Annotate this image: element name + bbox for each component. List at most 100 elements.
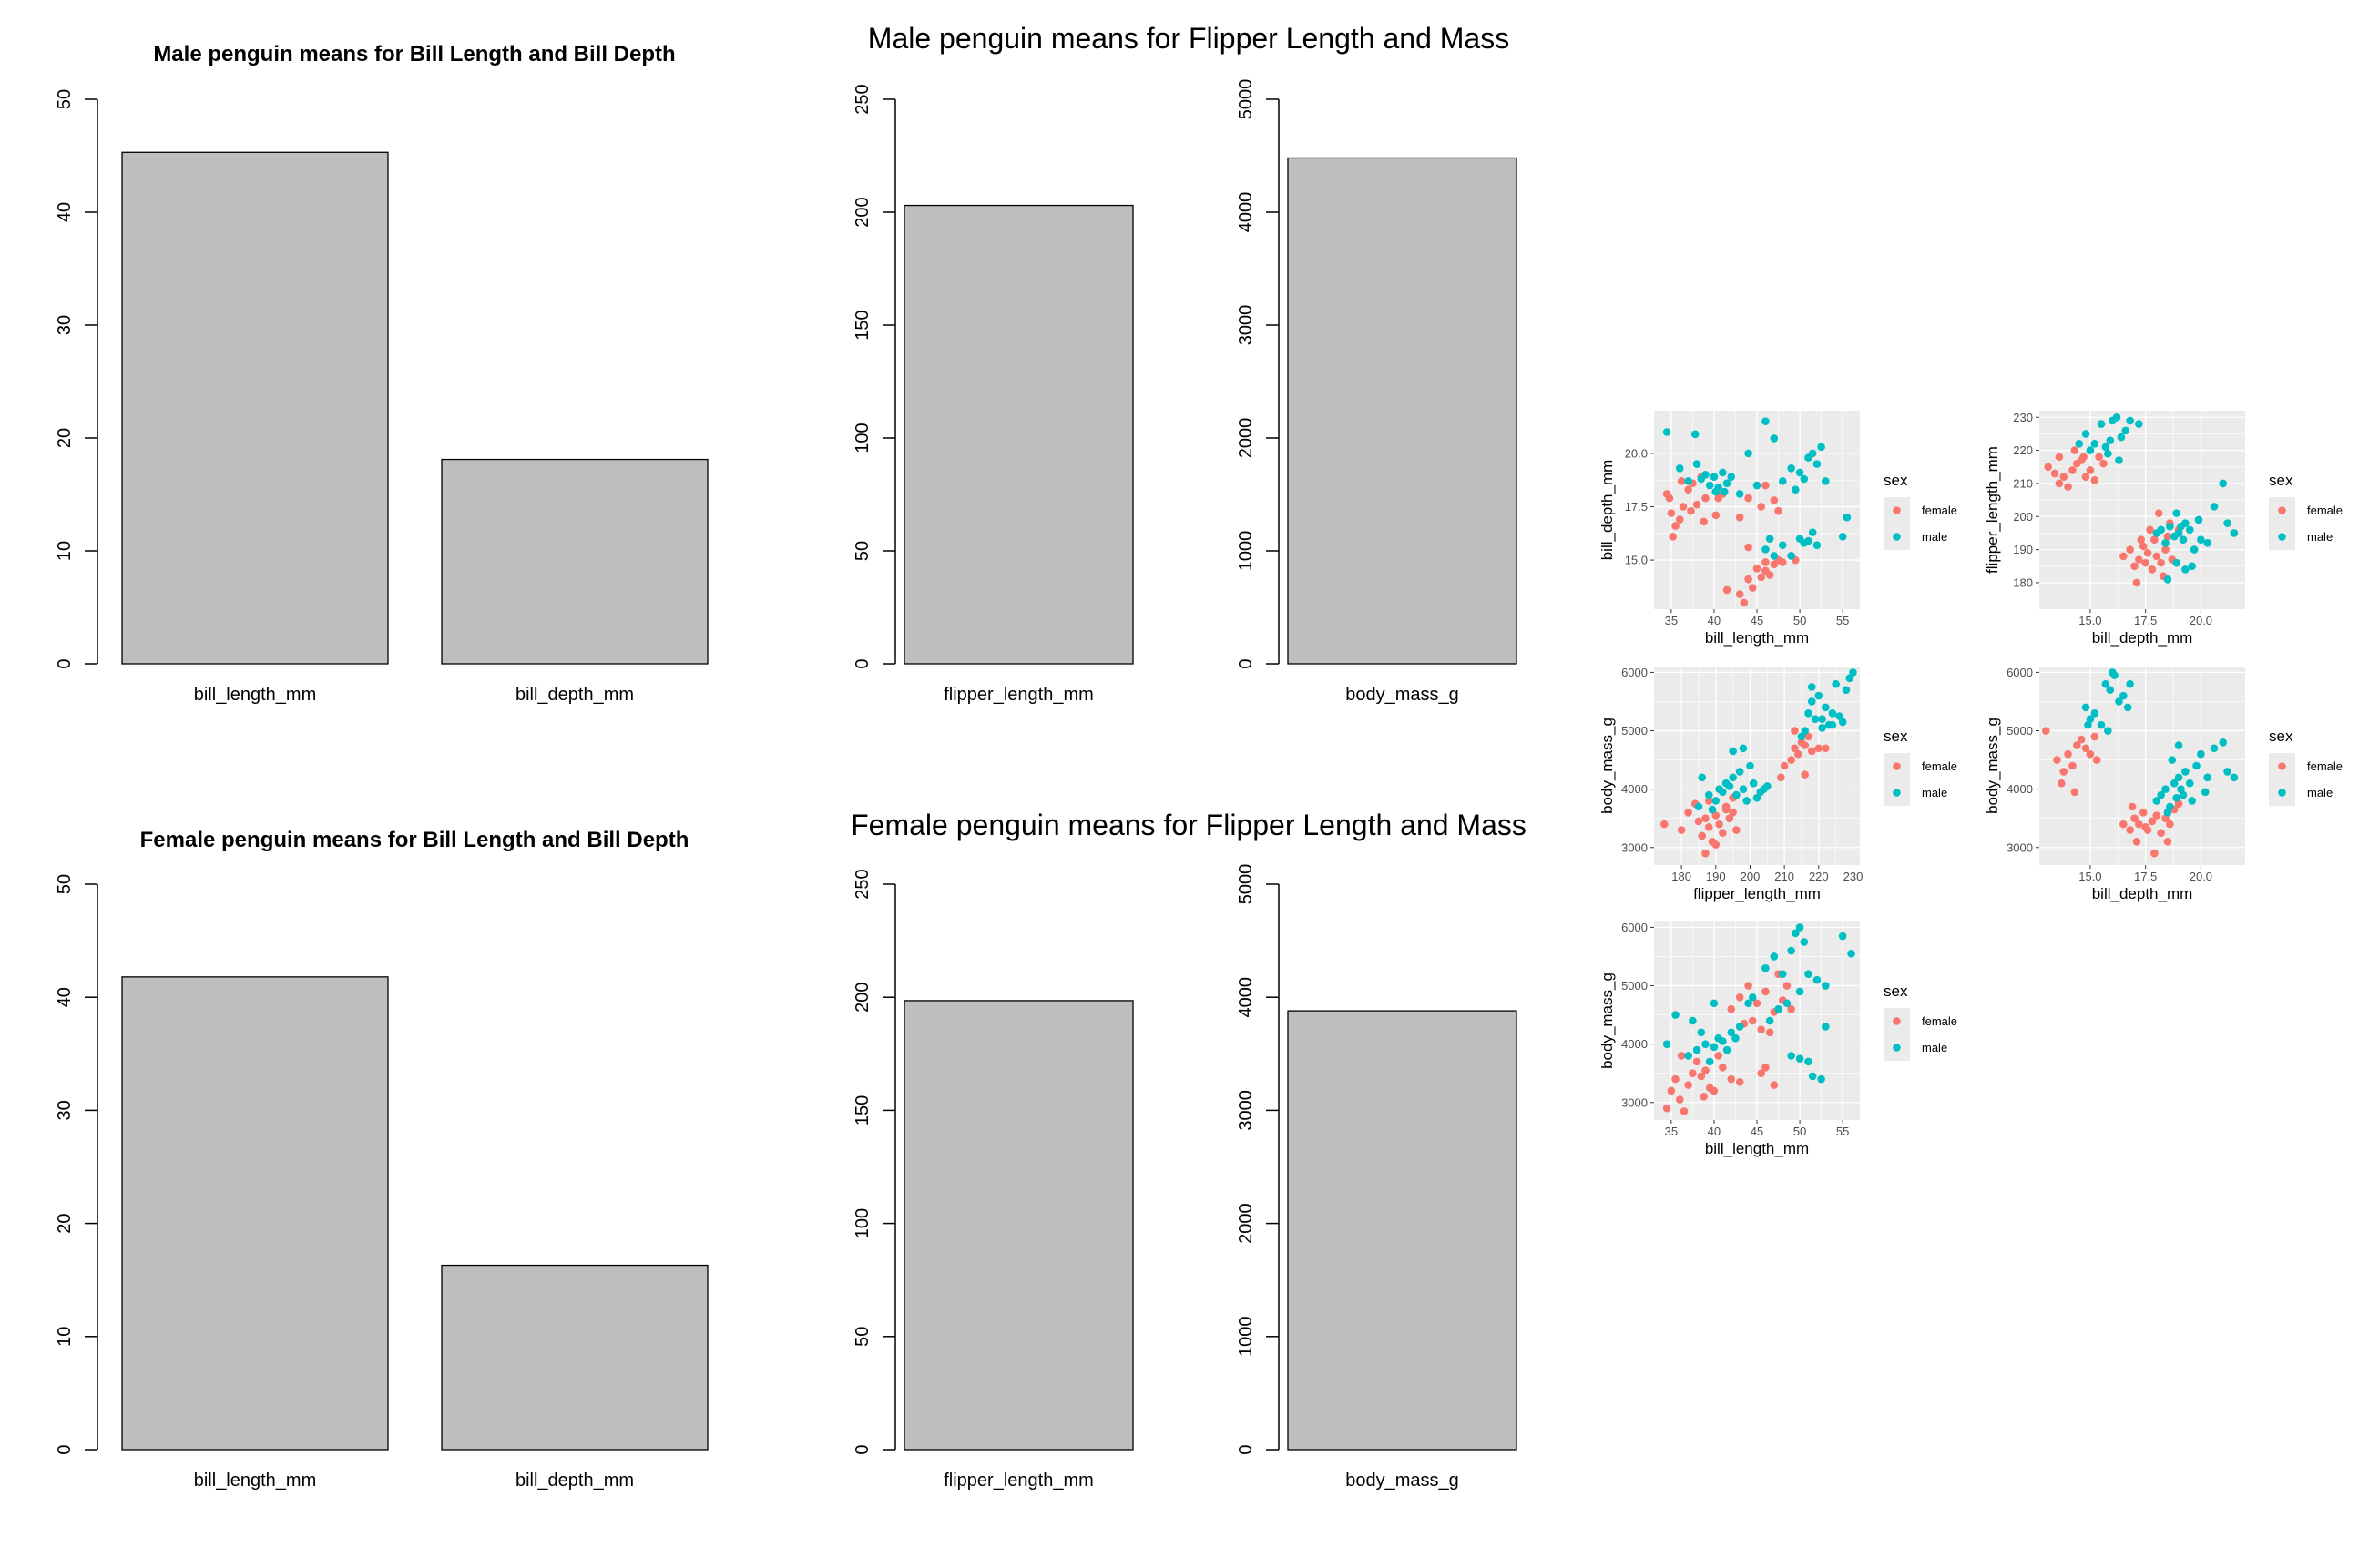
- data-point-female: [2064, 483, 2072, 491]
- data-point-female: [1679, 503, 1688, 511]
- legend-label-female: female: [1922, 1014, 1957, 1028]
- data-point-male: [2101, 679, 2110, 688]
- y-tick-label: 230: [2013, 411, 2033, 424]
- data-point-female: [1700, 517, 1708, 526]
- bar-bill_length_mm: [121, 976, 389, 1451]
- data-point-male: [1692, 460, 1701, 468]
- data-point-male: [2115, 456, 2123, 464]
- data-point-male: [2086, 446, 2095, 454]
- data-point-male: [2097, 420, 2106, 428]
- data-point-female: [1814, 744, 1823, 753]
- data-point-male: [2090, 440, 2099, 448]
- data-point-female: [1774, 506, 1782, 515]
- data-point-female: [2064, 749, 2072, 759]
- data-point-male: [1804, 536, 1812, 545]
- x-tick-label: 15.0: [2078, 870, 2101, 883]
- data-point-female: [2041, 727, 2050, 735]
- data-point-male: [2188, 562, 2196, 571]
- legend-marker-male: [2278, 533, 2286, 541]
- data-point-female: [1719, 829, 1727, 838]
- data-point-female: [1761, 481, 1770, 490]
- data-point-female: [2126, 545, 2134, 554]
- data-point-female: [2161, 545, 2170, 554]
- x-tick-label: 55: [1836, 614, 1849, 627]
- data-point-male: [1822, 477, 1830, 485]
- data-point-male: [1804, 708, 1812, 718]
- y-tick-label: 30: [55, 1100, 75, 1120]
- data-point-female: [1780, 761, 1789, 770]
- y-tick-label: 250: [853, 84, 873, 114]
- data-point-female: [2152, 552, 2161, 561]
- data-point-male: [2090, 708, 2099, 718]
- female-flipper-mass-chart-title: Female penguin means for Flipper Length …: [851, 809, 1527, 841]
- bar-bill_length_mm: [121, 151, 389, 665]
- data-point-male: [1708, 805, 1717, 814]
- data-point-male: [1812, 460, 1822, 468]
- data-point-male: [1749, 779, 1758, 788]
- y-tick-label: 210: [2013, 476, 2033, 490]
- category-label: bill_length_mm: [194, 685, 317, 705]
- data-point-male: [2168, 756, 2177, 764]
- data-point-female: [1787, 756, 1795, 764]
- data-point-female: [2135, 820, 2143, 829]
- data-point-male: [2210, 503, 2219, 511]
- legend-marker-female: [1893, 1017, 1901, 1025]
- data-point-female: [2079, 453, 2088, 462]
- data-point-male: [1822, 1023, 1830, 1031]
- data-point-male: [2081, 430, 2090, 438]
- x-tick-label: 35: [1665, 614, 1678, 627]
- data-point-female: [2119, 552, 2128, 561]
- y-tick-label: 40: [55, 987, 75, 1007]
- data-point-male: [1845, 674, 1853, 683]
- data-point-male: [2081, 703, 2090, 712]
- x-tick-label: 45: [1751, 1125, 1763, 1138]
- x-tick-label: 17.5: [2134, 870, 2157, 883]
- data-point-female: [2166, 820, 2174, 829]
- series-male: [2075, 412, 2239, 584]
- data-point-male: [1722, 479, 1731, 487]
- y-tick-label: 5000: [1236, 864, 1256, 905]
- y-tick-label: 6000: [2007, 666, 2033, 679]
- x-tick-label: 40: [1708, 614, 1721, 627]
- y-tick-label: 200: [2013, 510, 2033, 524]
- data-point-female: [1761, 1063, 1770, 1072]
- y-tick-label: 220: [2013, 443, 2033, 457]
- data-point-male: [1835, 712, 1843, 720]
- y-tick-label: 200: [853, 983, 873, 1013]
- series-male: [1694, 668, 1857, 814]
- legend-label-female: female: [2307, 504, 2343, 517]
- y-tick-label: 0: [55, 658, 75, 668]
- data-point-female: [1787, 1004, 1795, 1013]
- legend-label-female: female: [1922, 504, 1957, 517]
- data-point-female: [1667, 509, 1676, 517]
- data-point-male: [1761, 545, 1770, 554]
- y-tick-label: 0: [1236, 658, 1256, 668]
- data-point-male: [1792, 485, 1800, 494]
- legend-label-female: female: [1922, 759, 1957, 773]
- data-point-female: [2141, 823, 2149, 831]
- data-point-male: [1719, 788, 1727, 797]
- data-point-female: [1700, 1093, 1708, 1101]
- data-point-male: [1842, 686, 1851, 694]
- x-tick-label: 35: [1665, 1125, 1678, 1138]
- data-point-female: [1711, 811, 1721, 820]
- data-point-male: [1817, 1074, 1825, 1084]
- data-point-male: [1735, 1023, 1744, 1031]
- data-point-female: [1692, 1057, 1701, 1066]
- data-point-female: [2068, 761, 2077, 770]
- data-point-male: [1727, 473, 1736, 481]
- bar-bill_depth_mm: [441, 1264, 709, 1451]
- data-point-female: [1744, 543, 1752, 552]
- y-tick-label: 15.0: [1625, 554, 1648, 567]
- data-point-female: [2135, 555, 2143, 564]
- data-point-male: [1795, 987, 1804, 996]
- x-axis-label: bill_length_mm: [1705, 1140, 1809, 1157]
- y-tick-label: 3000: [1236, 1090, 1256, 1131]
- data-point-female: [1677, 477, 1686, 485]
- data-point-female: [1740, 598, 1749, 607]
- data-point-male: [1808, 528, 1817, 536]
- y-tick-label: 6000: [1621, 921, 1648, 934]
